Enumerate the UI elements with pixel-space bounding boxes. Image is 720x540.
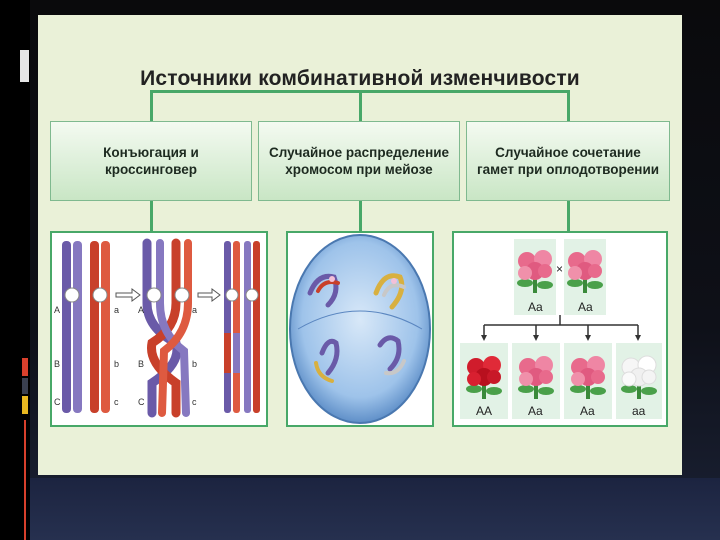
locus-label: B — [138, 359, 144, 369]
source-label-line: Конъюгация и — [103, 145, 199, 160]
centriole — [329, 276, 335, 282]
offspring-genotype: AA — [476, 404, 492, 418]
accent-bar-red-top — [22, 358, 28, 376]
chromosome-purple — [233, 333, 240, 373]
meiosis-illustration — [286, 231, 434, 427]
chromosome-red — [253, 241, 260, 413]
flower-pink-icon — [517, 250, 553, 293]
connector-bottom-left — [150, 201, 153, 231]
chromosome-grey — [384, 359, 406, 376]
arrow-head-icon — [585, 335, 591, 341]
offspring-genotype: Aa — [528, 404, 543, 418]
connector-bottom-middle — [359, 201, 362, 231]
chromosome-red — [316, 280, 340, 293]
cross-symbol: × — [556, 262, 563, 276]
locus-label: c — [114, 397, 119, 407]
chromosome-red — [101, 241, 110, 413]
chromosome-purple — [319, 338, 340, 376]
accent-bar-white — [20, 50, 29, 82]
locus-label: A — [138, 305, 144, 315]
parent-genotype: Aa — [528, 300, 543, 314]
locus-label: b — [114, 359, 119, 369]
centromere — [245, 288, 259, 302]
source-label-line: хромосом при мейозе — [285, 162, 433, 177]
cell — [289, 234, 431, 424]
centromere — [92, 287, 108, 303]
locus-label: C — [54, 397, 61, 407]
connector-top-right — [567, 90, 570, 121]
chromosome-red — [158, 239, 192, 417]
locus-label: a — [192, 305, 197, 315]
chromosome-purple — [62, 241, 71, 413]
arrow-icon — [115, 288, 141, 302]
accent-bar-dark — [22, 378, 28, 394]
flower-pink-icon — [518, 356, 554, 399]
source-label-line: Случайное сочетание — [495, 145, 641, 160]
centromere — [64, 287, 80, 303]
source-box-crossing-over: Конъюгация и кроссинговер — [50, 121, 252, 201]
centromere — [174, 287, 190, 303]
locus-label: B — [54, 359, 60, 369]
centromere — [146, 287, 162, 303]
parent-genotype: Aa — [578, 300, 593, 314]
locus-label: A — [54, 305, 60, 315]
centromere — [225, 288, 239, 302]
meiosis-svg — [289, 234, 431, 424]
flower-pink-icon — [570, 356, 606, 399]
connector-top-left — [150, 90, 153, 121]
chromosome-red — [90, 241, 99, 413]
flower-red-icon — [466, 356, 502, 399]
arrow-head-icon — [533, 335, 539, 341]
chromosome-purple — [377, 335, 402, 372]
locus-label: b — [192, 359, 197, 369]
source-box-gamete-combination: Случайное сочетание гамет при оплодотворе… — [466, 121, 670, 201]
locus-label: c — [192, 397, 197, 407]
source-box-chromosome-distribution: Случайное распределение хромосом при мейо… — [258, 121, 460, 201]
offspring-genotype: aa — [632, 404, 646, 418]
spindle-line — [297, 310, 423, 330]
crossing-over-illustration: A a B b C c A B C a b c — [50, 231, 268, 427]
chromosome-grey — [382, 283, 406, 297]
arrow-icon — [197, 288, 221, 302]
chromosome-purple — [73, 241, 82, 413]
flower-cross-svg: × Aa Aa AA Aa Aa aa — [460, 239, 662, 419]
source-label-line: гамет при оплодотворении — [476, 162, 660, 177]
accent-bar-yellow — [22, 396, 28, 414]
chromosome-red — [224, 333, 231, 373]
locus-label: a — [114, 305, 119, 315]
connector-bottom-right — [567, 201, 570, 231]
page-title: Источники комбинативной изменчивости — [140, 67, 580, 90]
chromosome-purple — [224, 241, 231, 413]
source-label-line: кроссинговер — [104, 162, 198, 177]
locus-label: C — [138, 397, 145, 407]
chromosome-yellow — [314, 361, 334, 383]
arrow-head-icon — [635, 335, 641, 341]
arrow-head-icon — [481, 335, 487, 341]
accent-line — [24, 420, 26, 540]
connector-top-middle — [359, 90, 362, 121]
flower-white-icon — [620, 355, 658, 400]
source-label-line: Случайное распределение — [268, 145, 450, 160]
chromosome-purple — [244, 241, 251, 413]
diagram-panel: Источники комбинативной изменчивости Кон… — [38, 15, 682, 475]
chromosome-red — [233, 241, 240, 413]
crossing-over-svg: A a B b C c A B C a b c — [54, 238, 260, 418]
fertilization-illustration: × Aa Aa AA Aa Aa aa — [452, 231, 668, 427]
centriole — [391, 278, 397, 284]
chromosome-purple — [156, 239, 190, 417]
offspring-genotype: Aa — [580, 404, 595, 418]
slide-footer-band — [30, 478, 720, 540]
flower-pink-icon — [567, 250, 603, 293]
chromosome-yellow — [373, 273, 405, 310]
